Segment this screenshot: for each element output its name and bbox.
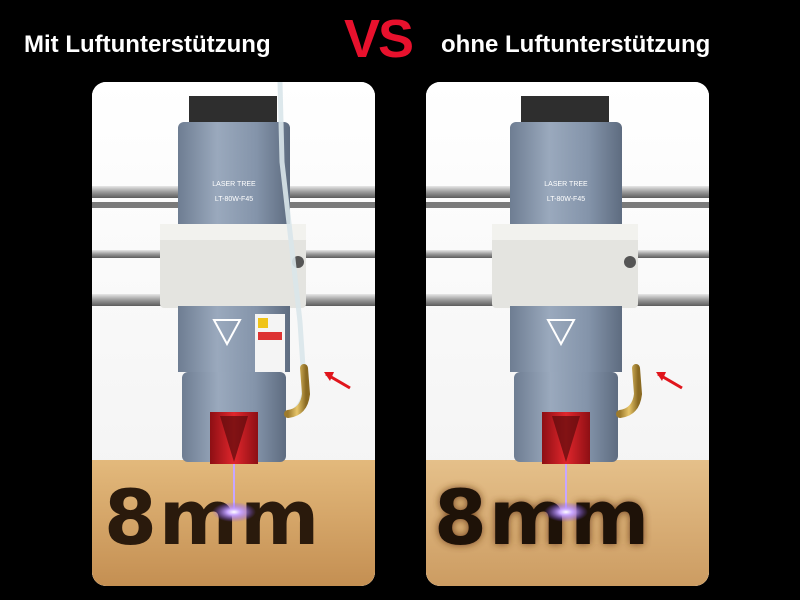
engraved-8mm-clean: 8mm [104,473,321,562]
warning-triangle-icon [212,319,242,347]
header: Mit Luftunterstützung VS ohne Luftunters… [0,0,800,80]
laser-module-body [178,122,290,232]
module-model: LT-80W-F45 [215,196,253,203]
module-model: LT-80W-F45 [547,196,585,203]
laser-module-body [510,122,622,232]
brass-air-nozzle [284,364,311,418]
brass-air-nozzle [616,364,643,418]
carriage-block [492,224,638,308]
laser-module-without-air-assist-photo: 8mm 8mm LASER TREE LT-80W-F45 [426,82,709,586]
laser-module-with-air-assist-photo: 8mm LASER TREE LT-80W-F45 [92,82,375,586]
panel-without-air-assist: 8mm 8mm LASER TREE LT-80W-F45 [426,82,709,586]
wood-board [426,460,709,586]
engraved-8mm-burnt: 8mm [434,473,651,562]
module-brand: LASER TREE [212,181,256,188]
panel-with-air-assist: 8mm LASER TREE LT-80W-F45 [92,82,375,586]
label-without-air-assist: ohne Luftunterstützung [441,31,711,58]
laser-spot [212,502,256,522]
warning-triangle-icon [546,319,576,347]
label-with-air-assist: Mit Luftunterstützung [24,31,271,58]
vs-label: VS [344,9,414,69]
burn-marks: 8mm [434,473,651,562]
laser-spot [544,502,588,522]
module-brand: LASER TREE [544,181,588,188]
carriage-block [160,224,306,308]
